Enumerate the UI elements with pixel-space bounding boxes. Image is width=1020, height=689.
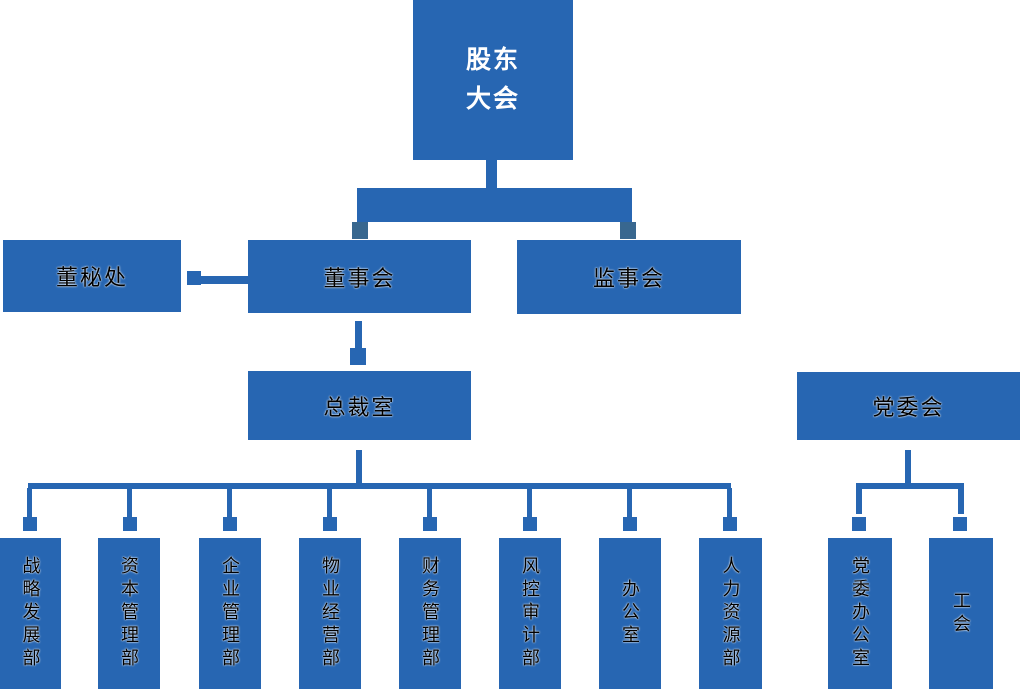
labor-union-label: 工会 bbox=[951, 590, 971, 637]
presidents-office-box: 总裁室 bbox=[248, 371, 471, 440]
dept-enterprise-management-label: 企业管理部 bbox=[220, 556, 240, 671]
connector-departments-rail bbox=[28, 483, 731, 489]
shareholders-meeting-label: 股东 大会 bbox=[465, 46, 520, 113]
junction-square-dept bbox=[223, 517, 237, 531]
junction-square-secretary bbox=[187, 271, 201, 285]
connector-dept-stub bbox=[427, 488, 432, 517]
junction-square-dept bbox=[523, 517, 537, 531]
supervisory-board-label: 监事会 bbox=[592, 266, 665, 291]
junction-square-dept bbox=[723, 517, 737, 531]
junction-square-president bbox=[350, 348, 366, 365]
connector-root-drop bbox=[486, 160, 497, 189]
dept-risk-audit-box: 风控审计部 bbox=[499, 538, 561, 689]
dept-financial-management-box: 财务管理部 bbox=[399, 538, 461, 689]
board-of-directors-label: 董事会 bbox=[323, 265, 396, 291]
junction-square-party bbox=[852, 517, 866, 531]
connector-board-drop bbox=[355, 321, 362, 348]
dept-strategic-development-box: 战略发展部 bbox=[0, 538, 61, 689]
junction-square-dept bbox=[423, 517, 437, 531]
connector-dept-stub bbox=[527, 488, 532, 517]
dept-human-resources-box: 人力资源部 bbox=[699, 538, 762, 689]
dept-property-operation-label: 物业经营部 bbox=[320, 556, 340, 671]
connector-president-drop bbox=[356, 450, 362, 483]
dept-strategic-development-label: 战略发展部 bbox=[20, 556, 41, 671]
connector-party-stub bbox=[856, 488, 862, 514]
party-committee-label: 党委会 bbox=[872, 395, 945, 420]
party-committee-box: 党委会 bbox=[797, 372, 1020, 440]
labor-union-box: 工会 bbox=[929, 538, 993, 689]
supervisory-board-box: 监事会 bbox=[517, 240, 741, 314]
dept-general-office-box: 办公室 bbox=[599, 538, 661, 689]
junction-square-board bbox=[352, 222, 368, 239]
connector-dept-stub bbox=[627, 488, 632, 517]
dept-property-operation-box: 物业经营部 bbox=[299, 538, 361, 689]
junction-square-supervisory bbox=[620, 222, 636, 239]
board-of-directors-box: 董事会 bbox=[248, 240, 471, 313]
dept-enterprise-management-box: 企业管理部 bbox=[199, 538, 261, 689]
connector-dept-stub bbox=[227, 488, 232, 517]
connector-dept-stub bbox=[327, 488, 332, 517]
connector-dept-stub bbox=[727, 488, 732, 517]
board-secretary-office-label: 董秘处 bbox=[55, 265, 128, 290]
connector-top-bar bbox=[357, 188, 632, 222]
junction-square-dept bbox=[23, 517, 37, 531]
connector-dept-stub bbox=[27, 488, 32, 517]
junction-square-dept bbox=[123, 517, 137, 531]
dept-capital-management-box: 资本管理部 bbox=[98, 538, 160, 689]
party-office-box: 党委办公室 bbox=[828, 538, 892, 689]
connector-party-stub bbox=[958, 488, 964, 514]
dept-capital-management-label: 资本管理部 bbox=[119, 556, 139, 671]
connector-dept-stub bbox=[127, 488, 132, 517]
connector-party-drop bbox=[905, 450, 911, 483]
dept-human-resources-label: 人力资源部 bbox=[720, 556, 741, 671]
board-secretary-office-box: 董秘处 bbox=[3, 240, 181, 312]
dept-risk-audit-label: 风控审计部 bbox=[520, 556, 540, 671]
junction-square-dept bbox=[323, 517, 337, 531]
shareholders-meeting-box: 股东 大会 bbox=[413, 0, 573, 160]
junction-square-dept bbox=[623, 517, 637, 531]
connector-party-rail bbox=[856, 483, 964, 489]
dept-financial-management-label: 财务管理部 bbox=[420, 556, 440, 671]
connector-secretary-line bbox=[201, 276, 248, 284]
party-office-label: 党委办公室 bbox=[850, 556, 870, 671]
junction-square-party bbox=[953, 517, 967, 531]
dept-general-office-label: 办公室 bbox=[620, 579, 640, 648]
presidents-office-label: 总裁室 bbox=[323, 394, 396, 420]
